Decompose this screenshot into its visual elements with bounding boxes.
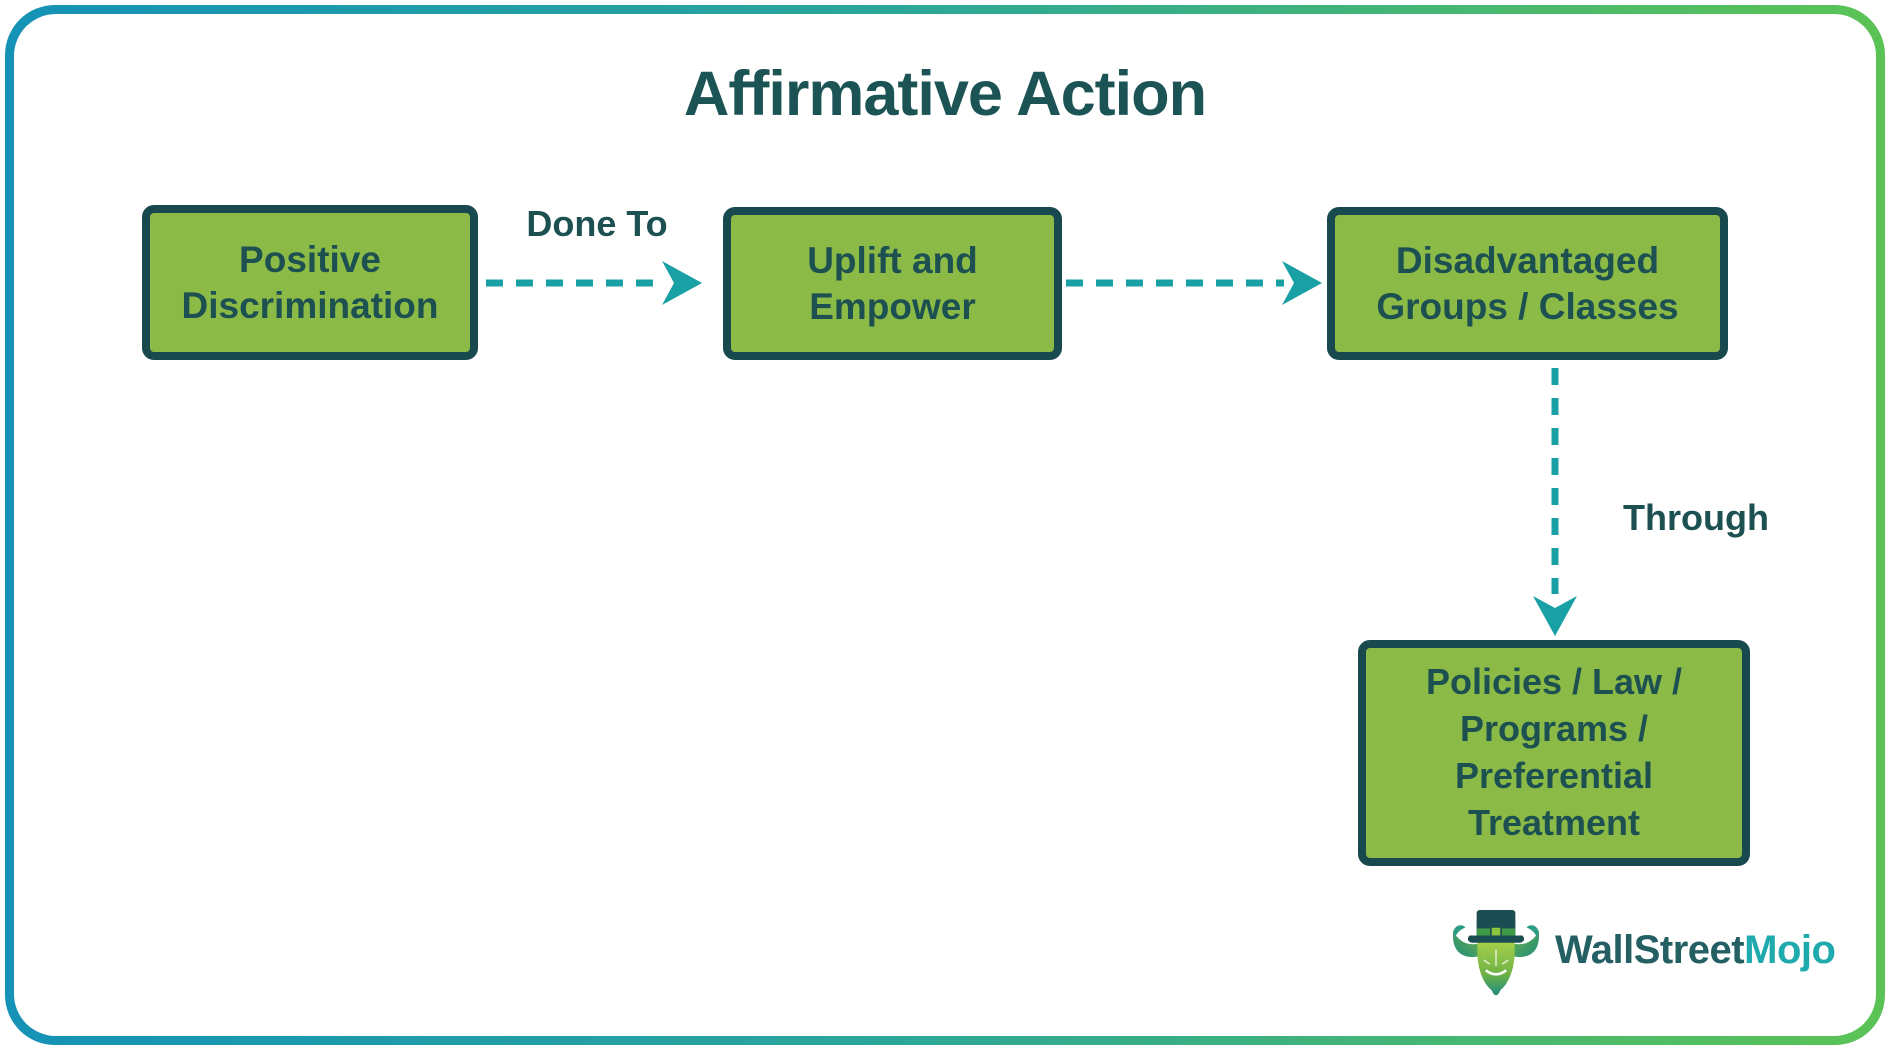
bull-right-arm	[1510, 930, 1540, 957]
edge-label-done-to: Done To	[526, 203, 668, 244]
bull-hat-buckle	[1490, 925, 1502, 938]
card-gradient-border	[5, 5, 1885, 1045]
bull-left-arm	[1452, 930, 1482, 957]
node-policies-law-programs: Policies / Law / Programs / Preferential…	[1358, 640, 1750, 866]
brand-secondary-text: Mojo	[1744, 928, 1836, 972]
node-uplift-and-empower: Uplift and Empower	[723, 207, 1062, 360]
wallstreetmojo-logo: WallStreetMojo	[1445, 905, 1836, 1010]
bull-left-fist	[1453, 924, 1466, 938]
bull-face	[1477, 941, 1515, 995]
node-positive-discrimination: Positive Discrimination	[142, 205, 478, 360]
bull-smile	[1485, 968, 1507, 976]
edge-label-through: Through	[1623, 497, 1769, 538]
brand-primary-text: WallStreet	[1555, 928, 1745, 972]
node-disadvantaged-groups: Disadvantaged Groups / Classes	[1327, 207, 1728, 360]
bull-hat-brim	[1467, 935, 1525, 943]
bull-cheek-lines	[1483, 958, 1509, 965]
bull-right-fist	[1526, 924, 1539, 938]
wallstreetmojo-bull-icon	[1452, 909, 1540, 995]
page-title: Affirmative Action	[683, 59, 1207, 129]
wallstreetmojo-wordmark: WallStreetMojo	[1555, 928, 1836, 973]
